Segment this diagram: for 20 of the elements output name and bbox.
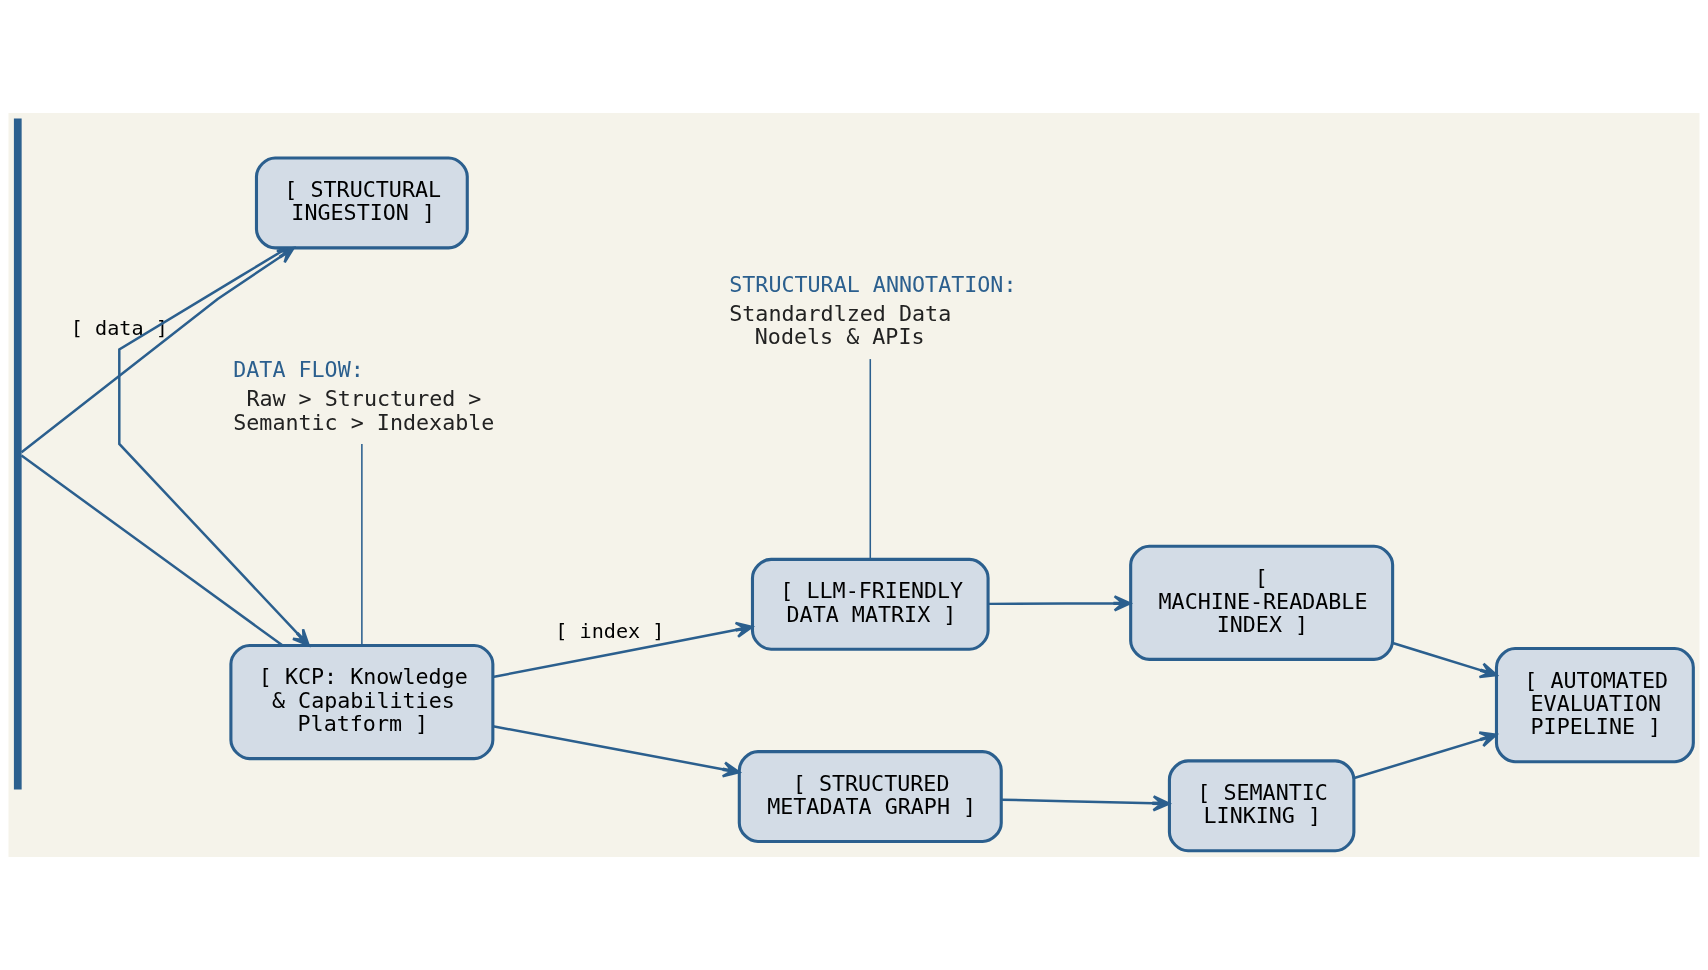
node-box: [ LLM-FRIENDLY DATA MATRIX ] (750, 557, 990, 651)
node-box: [ STRUCTURED METADATA GRAPH ] (737, 750, 1003, 844)
node-bar (13, 118, 22, 790)
node-box: [ KCP: Knowledge & Capabilities Platform ] (229, 643, 495, 761)
edge-label: [ index ] (555, 618, 665, 643)
arrow (1353, 731, 1498, 780)
node-box: [ AUTOMATED EVALUATION PIPELINE ] (1494, 647, 1695, 764)
node-box: [ SEMANTIC LINKING ] (1167, 759, 1356, 853)
node-box: [ STRUCTURAL INGESTION ] (254, 156, 469, 250)
arrow (1001, 795, 1171, 812)
arrow (988, 595, 1132, 612)
node-text: STRUCTURAL ANNOTATION: Standardlzed Data Nodels & APIs (729, 271, 1017, 350)
arrow (1392, 641, 1498, 679)
connector (869, 358, 872, 560)
node-text: DATA FLOW: Raw > Structured > Semantic > Indexable (233, 356, 495, 435)
connector (20, 454, 284, 647)
arrow (492, 725, 741, 778)
node-box: [ MACHINE-READABLE INDEX ] (1129, 544, 1395, 661)
arrow (492, 621, 754, 679)
connector (361, 443, 363, 646)
